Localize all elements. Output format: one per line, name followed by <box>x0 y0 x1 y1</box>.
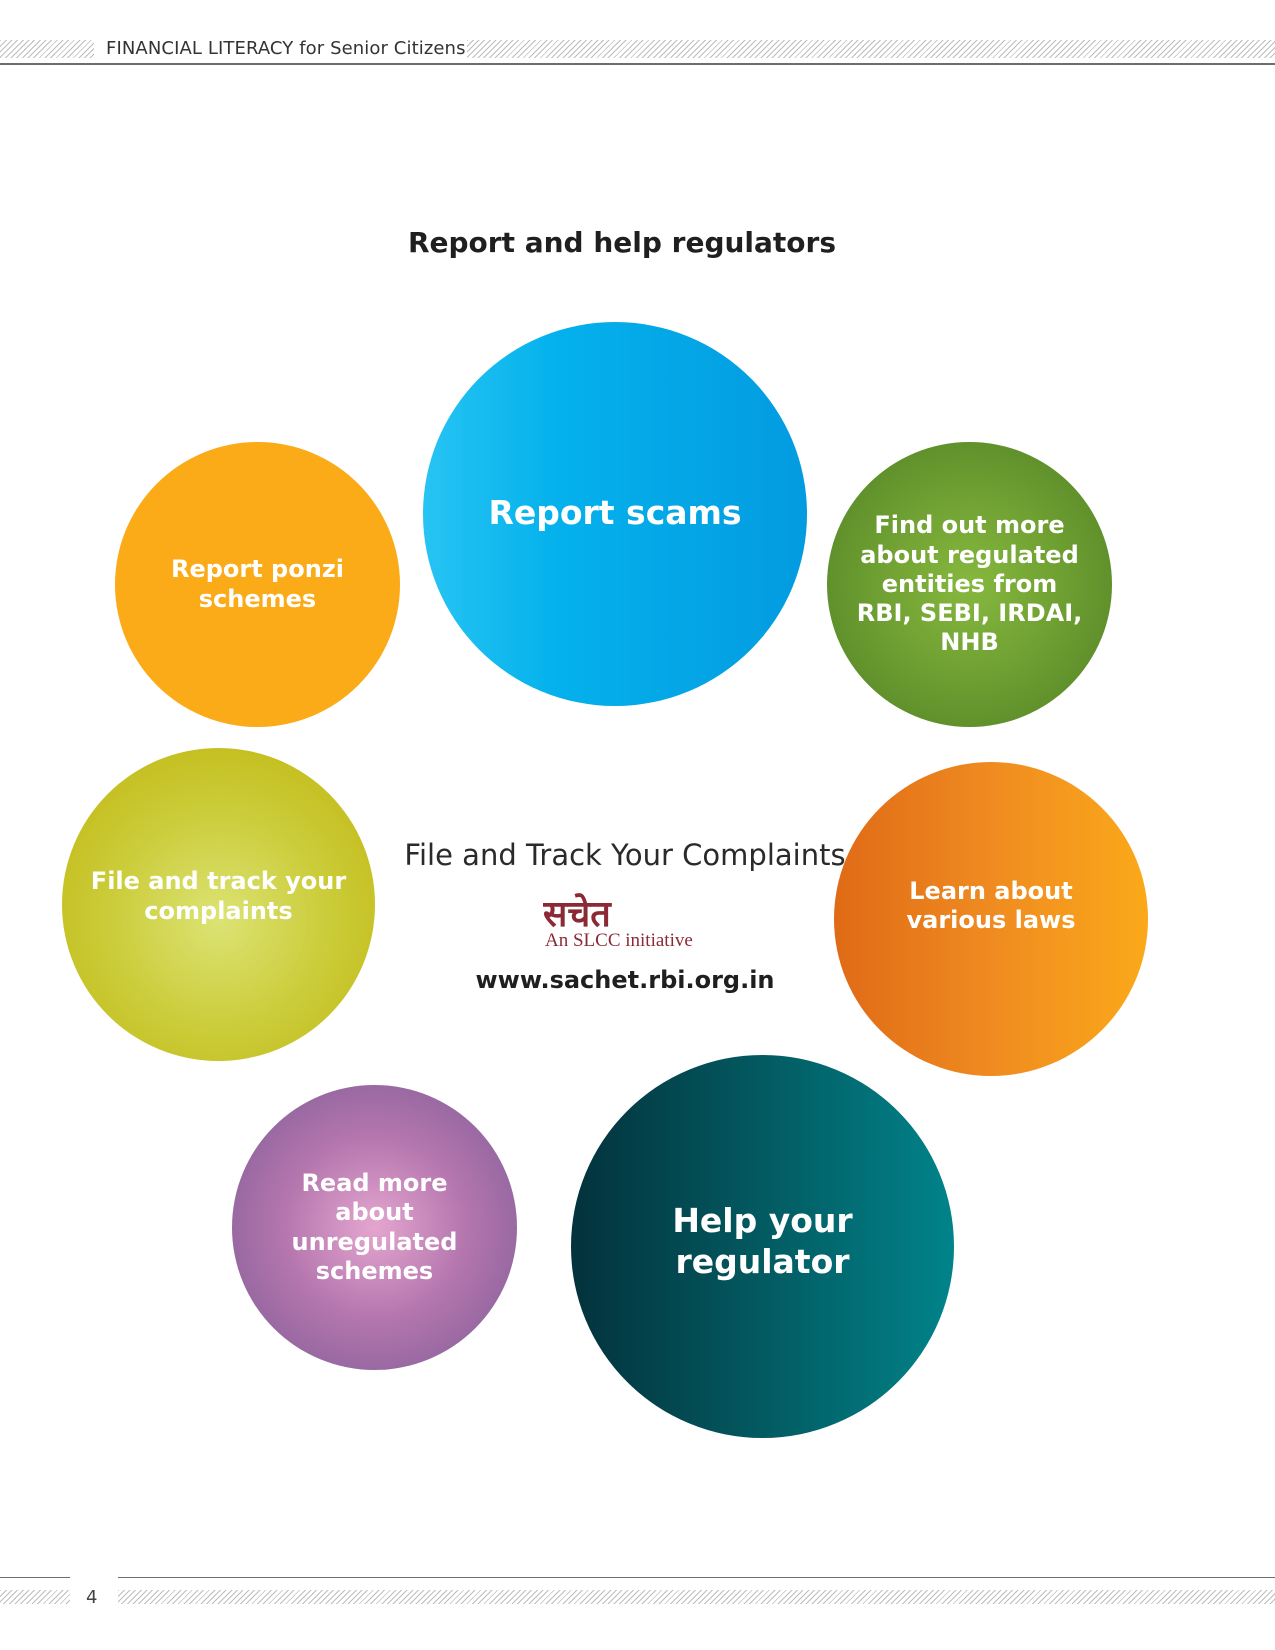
svg-text:सचेत: सचेत <box>543 893 612 935</box>
sachet-wordmark: सचेत <box>543 893 612 935</box>
file-track-circle: File and track your complaints <box>62 748 375 1061</box>
report-scams-label: Report scams <box>488 492 742 532</box>
footer-hatch-right <box>118 1590 1275 1604</box>
file-track-label: File and track your complaints <box>90 867 347 925</box>
footer-hatch-left <box>0 1590 70 1604</box>
header-hatch-left <box>0 40 94 58</box>
help-regulator-circle: Help your regulator <box>571 1055 954 1438</box>
header-hatch-right <box>467 40 1275 58</box>
learn-laws-label: Learn about various laws <box>906 876 1076 934</box>
page-number: 4 <box>86 1587 98 1608</box>
complaints-heading: File and Track Your Complaints <box>404 838 846 872</box>
sachet-tagline: An SLCC initiative <box>545 930 693 951</box>
footer-rule-left <box>0 1577 70 1578</box>
sachet-logo: सचेत An SLCC initiative <box>543 886 703 966</box>
report-ponzi-label: Report ponzi schemes <box>170 555 345 613</box>
report-scams-circle: Report scams <box>423 322 807 706</box>
report-ponzi-circle: Report ponzi schemes <box>115 442 400 727</box>
learn-laws-circle: Learn about various laws <box>834 762 1148 1076</box>
regulated-entities-circle: Find out more about regulated entities f… <box>827 442 1112 727</box>
regulated-entities-label: Find out more about regulated entities f… <box>856 511 1083 657</box>
unregulated-schemes-circle: Read more about unregulated schemes <box>232 1085 517 1370</box>
section-title: Report and help regulators <box>407 226 837 259</box>
header-title: FINANCIAL LITERACY for Senior Citizens <box>106 38 466 59</box>
footer-rule-right <box>118 1577 1275 1578</box>
unregulated-schemes-label: Read more about unregulated schemes <box>291 1168 458 1285</box>
sachet-website-link[interactable]: www.sachet.rbi.org.in <box>475 966 775 994</box>
header-rule <box>0 63 1275 65</box>
help-regulator-label: Help your regulator <box>672 1201 853 1281</box>
